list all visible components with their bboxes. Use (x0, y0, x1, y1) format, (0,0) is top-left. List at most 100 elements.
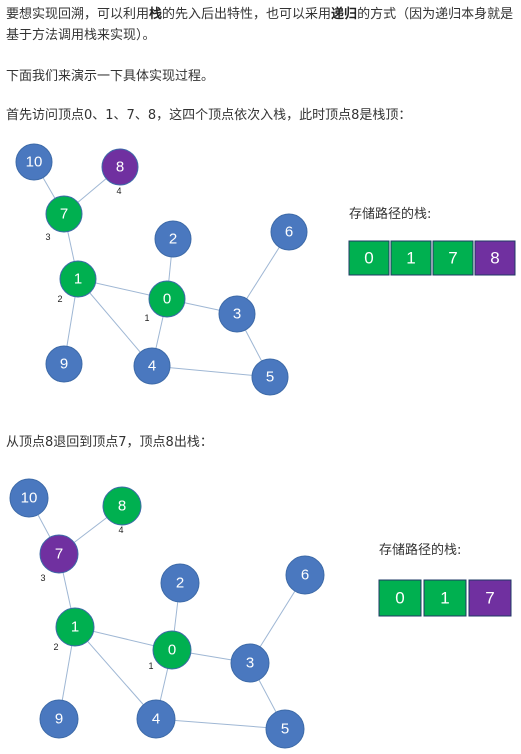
node-7: 7 (45, 195, 83, 233)
node-circle (39, 534, 79, 574)
node-label: 1 (71, 619, 79, 636)
node-label: 0 (168, 642, 176, 659)
stack-cell (432, 240, 474, 276)
visit-order-label: 3 (45, 232, 50, 242)
intro-text-b: 的先入后出特性，也可以采用 (162, 7, 332, 22)
node-1: 1 (55, 607, 95, 647)
visit-order-label: 4 (118, 525, 123, 535)
node-circle (55, 607, 95, 647)
node-5: 5 (265, 709, 305, 749)
node-circle (102, 486, 142, 526)
stack-cell (378, 579, 422, 617)
node-label: 3 (246, 655, 254, 672)
node-label: 9 (55, 711, 63, 728)
node-4: 4 (133, 347, 171, 385)
node-label: 0 (163, 291, 171, 308)
visit-order-label: 2 (53, 642, 58, 652)
node-circle (285, 555, 325, 595)
node-circle (9, 478, 49, 518)
node-0: 0 (152, 630, 192, 670)
node-circle (59, 260, 97, 298)
stack-cell-value: 7 (485, 589, 494, 608)
node-6: 6 (270, 213, 308, 251)
node-circle (133, 347, 171, 385)
node-5: 5 (251, 358, 289, 396)
node-circle (230, 643, 270, 683)
visit-order-label: 4 (116, 186, 121, 196)
node-circle (218, 295, 256, 333)
stack-cell (468, 579, 512, 617)
node-circle (136, 699, 176, 739)
visit-order-label: 3 (40, 573, 45, 583)
stack-title: 存储路径的栈: (349, 206, 431, 222)
node-label: 10 (26, 154, 43, 171)
stack-cell-value: 0 (395, 589, 404, 608)
visit-order-label: 1 (144, 313, 149, 323)
node-label: 9 (60, 356, 68, 373)
node-circle (15, 143, 53, 181)
node-4: 4 (136, 699, 176, 739)
stack-cell-value: 1 (440, 589, 449, 608)
node-2: 2 (154, 220, 192, 258)
node-circle (39, 699, 79, 739)
node-circle (101, 148, 139, 186)
node-circle (160, 563, 200, 603)
node-label: 1 (74, 271, 82, 288)
intro-paragraph: 要想实现回溯，可以利用栈的先入后出特性，也可以采用递归的方式（因为递归本身就是基… (6, 4, 516, 46)
node-label: 8 (116, 159, 124, 176)
node-label: 4 (152, 711, 160, 728)
node-label: 8 (118, 498, 126, 515)
intro-text-a: 要想实现回溯，可以利用 (6, 7, 150, 22)
stack-cell-value: 0 (364, 249, 373, 268)
node-label: 7 (55, 546, 63, 563)
node-0: 0 (148, 280, 186, 318)
node-9: 9 (45, 345, 83, 383)
stack-cell (390, 240, 432, 276)
node-circle (270, 213, 308, 251)
node-9: 9 (39, 699, 79, 739)
edge-1-4 (74, 626, 157, 720)
node-8: 8 (102, 486, 142, 526)
node-label: 4 (148, 358, 156, 375)
step-intro-text: 下面我们来演示一下具体实现过程。 (6, 69, 215, 84)
stack-title: 存储路径的栈: (379, 542, 461, 558)
intro-bold-stack: 栈 (149, 7, 163, 22)
node-circle (251, 358, 289, 396)
node-circle (152, 630, 192, 670)
step2-caption: 从顶点8退回到顶点7，顶点8出栈： (6, 435, 213, 450)
node-label: 6 (285, 224, 293, 241)
node-circle (45, 195, 83, 233)
visit-order-label: 2 (57, 294, 62, 304)
intro-text-c: 的方式（因为递归本身就是基于方法调用栈来实现）。 (6, 7, 514, 43)
stack-cell (423, 579, 467, 617)
node-label: 2 (176, 575, 184, 592)
stack-cell-value: 8 (490, 249, 499, 268)
edge-4-5 (151, 365, 271, 378)
node-label: 5 (281, 721, 289, 738)
node-label: 5 (266, 369, 274, 386)
node-3: 3 (218, 295, 256, 333)
node-label: 7 (60, 206, 68, 223)
edge-4-5 (155, 718, 286, 730)
node-10: 10 (9, 478, 49, 518)
node-label: 6 (301, 567, 309, 584)
node-1: 1 (59, 260, 97, 298)
node-label: 3 (233, 306, 241, 323)
node-8: 8 (101, 148, 139, 186)
edge-1-4 (77, 278, 153, 367)
stack-cell-value: 7 (448, 249, 457, 268)
node-10: 10 (15, 143, 53, 181)
intro-bold-recursion: 递归 (331, 7, 358, 22)
node-3: 3 (230, 643, 270, 683)
stack-cell (474, 240, 516, 276)
stack-cell-value: 1 (406, 249, 415, 268)
node-2: 2 (160, 563, 200, 603)
step1-caption: 首先访问顶点0、1、7、8，这四个顶点依次入栈，此时顶点8是栈顶： (6, 108, 412, 123)
stack-cell (348, 240, 390, 276)
node-circle (154, 220, 192, 258)
node-7: 7 (39, 534, 79, 574)
node-label: 10 (21, 490, 38, 507)
node-circle (265, 709, 305, 749)
